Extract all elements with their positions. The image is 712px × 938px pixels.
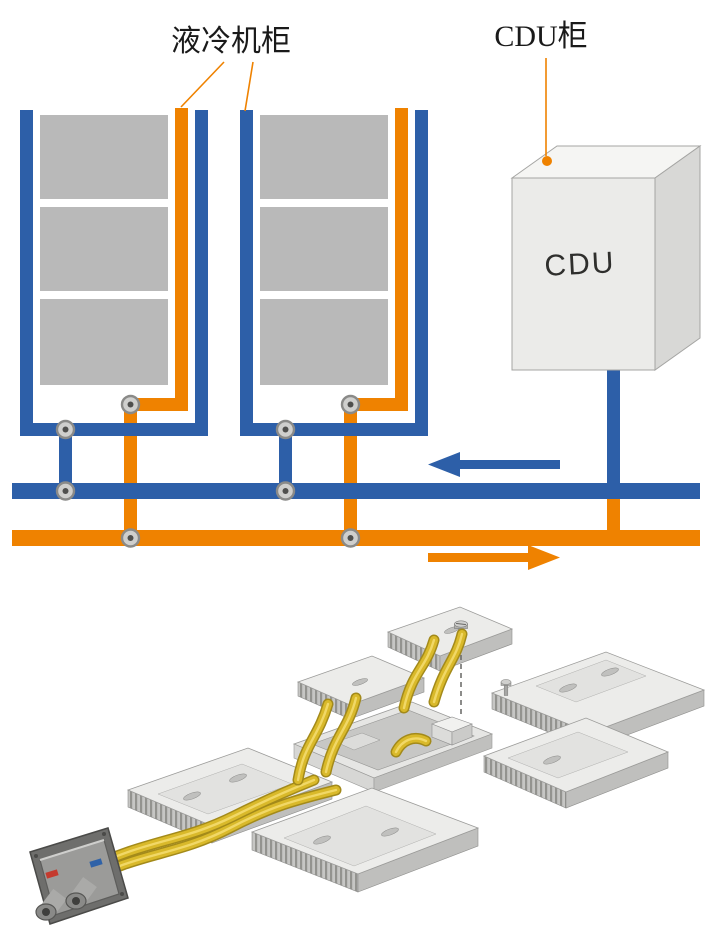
- port-hole: [42, 908, 50, 916]
- valve-icon: [55, 481, 76, 501]
- orange-drop-pipe: [124, 398, 137, 546]
- bracket-screw-hole: [34, 854, 38, 858]
- quick-disconnect-connector: [29, 827, 129, 925]
- server-block: [260, 207, 388, 291]
- flow-arrow-left: [428, 452, 560, 477]
- blue-supply-main-pipe: [12, 483, 700, 499]
- cabinet-label-leaders: [180, 61, 254, 112]
- server-blocks: [260, 115, 388, 385]
- valve-icon: [340, 528, 361, 548]
- orange-return-riser: [175, 108, 188, 411]
- blue-left-riser: [20, 110, 33, 436]
- flow-arrow-right: [428, 545, 560, 570]
- plate-slot: [543, 755, 561, 765]
- bracket-screw-hole: [120, 892, 124, 896]
- cdu-box: CDU: [510, 145, 702, 371]
- blue-right-riser: [195, 110, 208, 436]
- plate-inset: [507, 731, 629, 779]
- cold-plate-f: [482, 717, 670, 809]
- screw-shaft: [503, 685, 509, 696]
- leader-line: [180, 61, 225, 108]
- valve-icon: [120, 394, 141, 415]
- plate-slot: [559, 683, 577, 693]
- orange-bottom-run: [124, 398, 188, 411]
- server-block: [40, 207, 168, 291]
- blue-marker: [89, 858, 103, 868]
- cdu-front-face: [511, 177, 656, 371]
- blue-left-riser: [240, 110, 253, 436]
- server-block: [40, 299, 168, 385]
- plate-screw: [500, 679, 512, 696]
- blue-bottom-run: [20, 423, 208, 436]
- plate-slot: [601, 667, 619, 677]
- plate-slot: [352, 678, 368, 686]
- screw-head: [500, 679, 512, 685]
- cdu-side-face: [654, 145, 701, 371]
- plate-slot: [381, 827, 399, 837]
- cdu-label-leader: [542, 58, 552, 166]
- cdu-blue-drop-pipe: [607, 369, 620, 483]
- cdu-box-label: CDU: [544, 246, 617, 283]
- tray-inner-block: [335, 732, 381, 751]
- server-blocks: [40, 115, 168, 385]
- valve-icon: [120, 528, 141, 548]
- valve-icon: [55, 419, 76, 440]
- cdu-cabinet-label: CDU柜: [494, 20, 587, 53]
- orange-drop-pipe: [344, 398, 357, 546]
- orange-return-riser: [395, 108, 408, 411]
- cold-plate-c: [490, 651, 706, 750]
- cabinet-label: 液冷机柜: [171, 25, 291, 58]
- valve-icon: [340, 394, 361, 415]
- plate-slot: [313, 835, 331, 845]
- port-hole: [72, 897, 80, 905]
- red-marker: [45, 869, 59, 879]
- cdu-orange-drop-pipe: [607, 499, 620, 530]
- bracket-screw-hole: [102, 832, 106, 836]
- screw-slot: [455, 622, 467, 626]
- server-block: [260, 115, 388, 199]
- blue-drop-pipe: [279, 423, 292, 499]
- plate-slot: [183, 791, 201, 801]
- cold-plate-assembly: [29, 606, 706, 925]
- cold-plate-e: [250, 787, 480, 893]
- connector-edge-highlight: [39, 839, 105, 861]
- leader-dot: [542, 156, 552, 166]
- manifold-side: [451, 723, 473, 746]
- blue-bottom-run: [240, 423, 428, 436]
- orange-bottom-run: [344, 398, 408, 411]
- blue-drop-pipe: [59, 423, 72, 499]
- server-block: [40, 115, 168, 199]
- valve-icon: [275, 481, 296, 501]
- leader-line: [244, 61, 254, 112]
- blue-right-riser: [415, 110, 428, 436]
- liquid-cooled-cabinet-2: [240, 108, 428, 546]
- plate-slot: [229, 773, 247, 783]
- liquid-cooled-cabinet-1: [20, 108, 208, 546]
- cooling-loop-schematic: CDU 液冷机柜 CDU柜: [12, 20, 702, 570]
- manifold-block: [431, 716, 473, 746]
- tray-right-wall: [373, 733, 493, 793]
- valve-icon: [275, 419, 296, 440]
- server-block: [260, 299, 388, 385]
- plate-inset: [283, 805, 437, 867]
